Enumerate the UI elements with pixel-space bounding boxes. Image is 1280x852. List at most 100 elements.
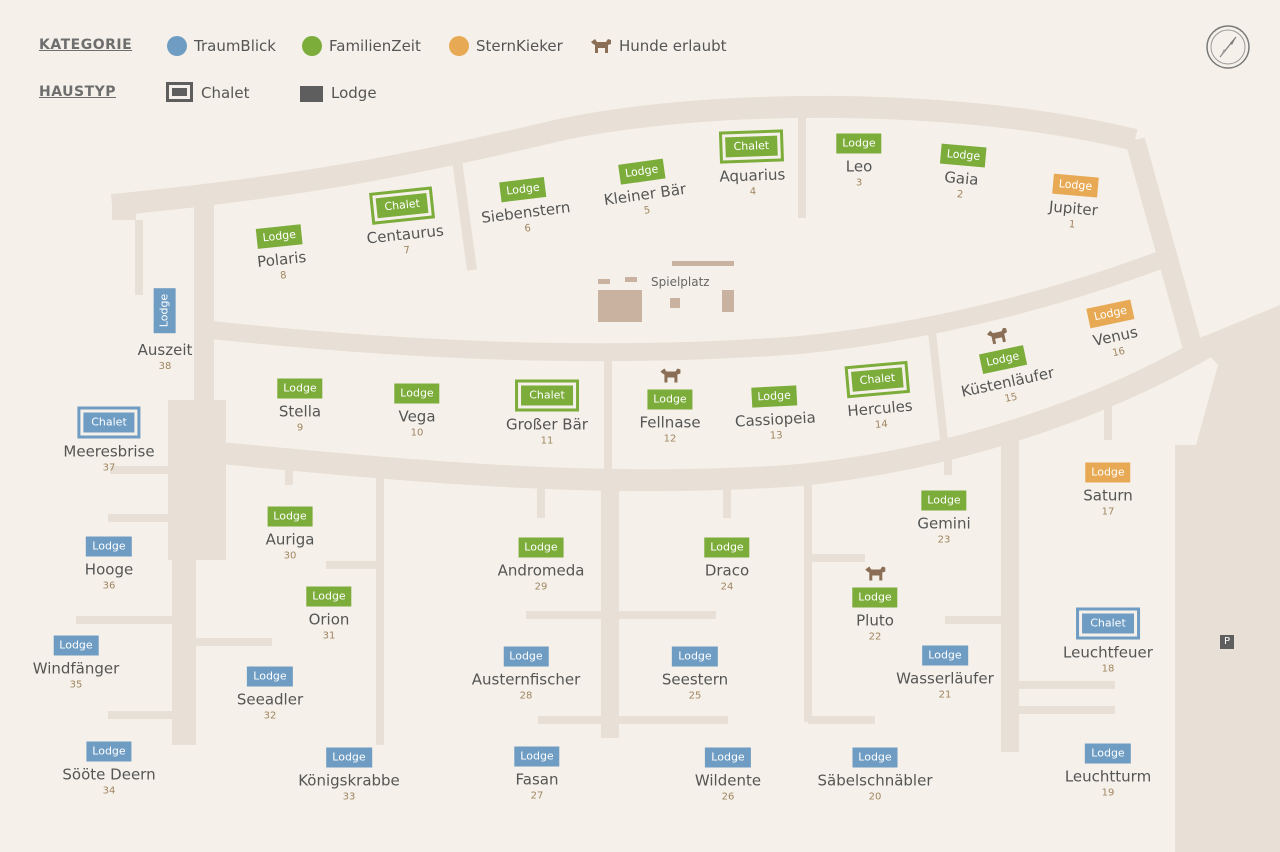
house-number: 26 [721,791,735,803]
legend-label-sternkieker: SternKieker [476,37,563,55]
house-type-badge: Lodge [705,747,751,768]
house-name: Wasserläufer [896,669,994,688]
house-name: Sööte Deern [62,765,156,784]
legend-dot-traumblick [167,36,187,56]
house-number: 35 [69,679,83,691]
house-type-badge: Lodge [514,746,560,767]
house-number: 29 [534,581,548,593]
dog-icon [591,39,611,53]
house-type-badge: Lodge [53,635,99,656]
house-number: 25 [688,690,702,702]
house-type-badge: Chalet [719,129,784,164]
house-type-badge: Lodge [267,506,313,527]
house-type-badge: Lodge [86,536,132,557]
house-type-badge: Lodge [852,587,898,608]
house-number: 20 [868,791,882,803]
house-type-badge: Chalet [368,186,436,225]
house-number: 10 [410,427,424,439]
house-type-badge: Chalet [77,406,141,439]
house-number: 38 [158,361,172,373]
house-type-badge: Lodge [277,378,323,399]
house-name: Saturn [1083,486,1133,505]
house-type-badge: Lodge [672,646,718,667]
house-name: Seestern [661,670,729,689]
house-number: 21 [938,689,952,701]
house-name: Cassiopeia [734,408,817,431]
dog-icon [987,327,1008,345]
house-type-badge: Lodge [617,158,666,185]
house-name: Gemini [917,514,971,533]
house-name: Polaris [256,247,308,271]
legend-chalet-symbol [166,82,193,102]
house-type-badge: Lodge [1085,743,1131,764]
house-number: 30 [283,550,297,562]
house-type-badge: Lodge [939,143,987,168]
house-type-badge: Lodge [921,490,967,511]
house-name: Hooge [84,560,134,579]
compass-icon [1206,25,1250,69]
house-name: Fasan [515,770,559,789]
legend-label-chalet: Chalet [201,84,250,102]
legend-label-lodge: Lodge [331,84,377,102]
house-number: 12 [663,433,677,445]
house-name: Draco [704,561,750,580]
house-number: 22 [868,631,882,643]
parking-sign: P [1220,635,1234,649]
legend-label-dogs: Hunde erlaubt [619,37,727,55]
house-number: 31 [322,630,336,642]
house-type-badge: Lodge [750,385,798,408]
house-name: Orion [308,610,350,629]
house-name: Aquarius [719,165,786,186]
house-name: Jupiter [1048,197,1099,220]
house-name: Stella [278,402,322,421]
house-name: Seeadler [236,690,304,709]
house-name: Andromeda [497,561,585,580]
legend-category-heading: KATEGORIE [39,37,133,53]
house-number: 4 [749,186,757,198]
house-name: Gaia [943,168,980,189]
house-name: Großer Bär [506,415,588,434]
house-name: Säbelschnäbler [817,771,933,790]
legend-label-traumblick: TraumBlick [194,37,276,55]
house-number: 36 [102,580,116,592]
dog-icon [660,368,680,383]
